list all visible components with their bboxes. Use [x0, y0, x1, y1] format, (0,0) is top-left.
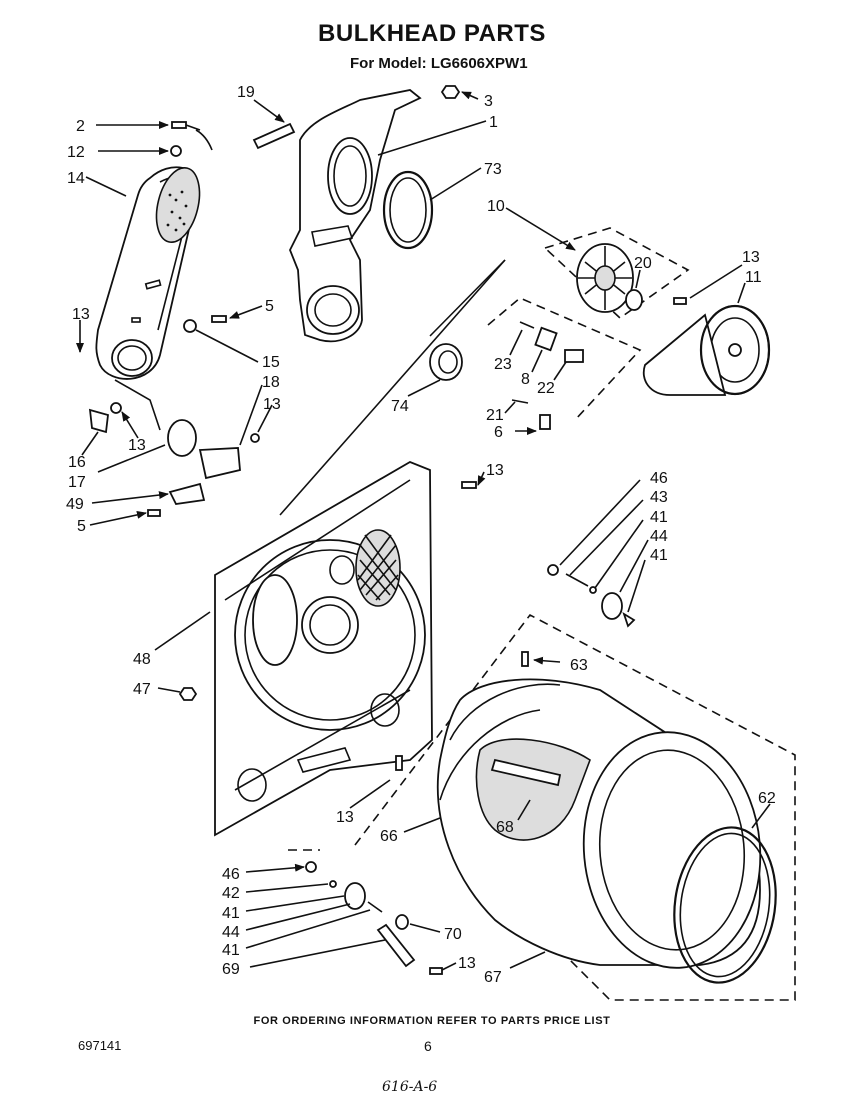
- callout-13-duct: 13: [72, 306, 90, 323]
- callout-22: 22: [537, 380, 555, 397]
- callout-63: 63: [570, 657, 588, 674]
- callout-23: 23: [494, 356, 512, 373]
- gasket-73: [382, 170, 434, 250]
- callout-15: 15: [262, 354, 280, 371]
- callout-70: 70: [444, 926, 462, 943]
- callout-69: 69: [222, 961, 240, 978]
- blower-wheel-10: [576, 243, 643, 313]
- thermostat-fuse-parts: [88, 315, 260, 517]
- callout-13-fuse: 13: [263, 396, 281, 413]
- callout-62: 62: [758, 790, 776, 807]
- callout-13-motor: 13: [742, 249, 760, 266]
- callout-44-rear: 44: [650, 528, 668, 545]
- callout-12: 12: [67, 144, 85, 161]
- motor-small-parts: [511, 297, 687, 430]
- callout-8: 8: [521, 371, 530, 388]
- screw-63: [521, 651, 529, 667]
- clip-12: [170, 145, 182, 157]
- callout-10: 10: [487, 198, 505, 215]
- gasket-73-inner: [389, 177, 427, 243]
- front-bulkhead-48: [214, 461, 433, 837]
- callout-5-lower: 5: [77, 518, 86, 535]
- page-title: BULKHEAD PARTS: [318, 20, 546, 47]
- callout-18: 18: [262, 374, 280, 391]
- connector-line-b: [429, 259, 506, 337]
- blower-housing-1: [289, 89, 422, 343]
- callout-68: 68: [496, 819, 514, 836]
- callout-48: 48: [133, 651, 151, 668]
- page-number: 6: [424, 1038, 432, 1054]
- front-roller-parts: [305, 861, 443, 975]
- ordering-note: FOR ORDERING INFORMATION REFER TO PARTS …: [253, 1015, 611, 1027]
- callout-43: 43: [650, 489, 668, 506]
- motor-group-box: [487, 297, 642, 421]
- drum-group-box: [354, 613, 796, 1001]
- motor-housing-11: [642, 304, 771, 396]
- callout-16: 16: [68, 454, 86, 471]
- callout-49: 49: [66, 496, 84, 513]
- drum-seal-62: [673, 826, 777, 984]
- callout-13-therm: 13: [128, 437, 146, 454]
- callout-14: 14: [67, 170, 85, 187]
- connector-line-a: [279, 259, 506, 516]
- nut-47: [178, 687, 198, 701]
- callout-73: 73: [484, 161, 502, 178]
- callout-6: 6: [494, 424, 503, 441]
- callout-46-front: 46: [222, 866, 240, 883]
- seal-74: [429, 343, 463, 381]
- callout-46-rear: 46: [650, 470, 668, 487]
- callout-19: 19: [237, 84, 255, 101]
- callout-13-roller: 13: [458, 955, 476, 972]
- handwritten-note: 616-A-6: [382, 1079, 438, 1095]
- callout-13-panel: 13: [486, 462, 504, 479]
- callout-3: 3: [484, 93, 493, 110]
- lint-duct-assembly: [95, 166, 201, 380]
- nut-3: [440, 85, 461, 99]
- callout-5-upper: 5: [265, 298, 274, 315]
- drum-seal-62-inner: [679, 832, 771, 978]
- callout-74: 74: [391, 398, 409, 415]
- screw-13-lower: [395, 755, 403, 771]
- callout-17: 17: [68, 474, 86, 491]
- part-19-strip: [252, 122, 296, 150]
- rear-roller-parts: [547, 564, 636, 628]
- document-number: 697141: [78, 1038, 122, 1053]
- callout-2: 2: [76, 118, 85, 135]
- model-subtitle: For Model: LG6606XPW1: [350, 55, 528, 72]
- leader-lines: [76, 91, 771, 971]
- callout-21: 21: [486, 407, 504, 424]
- callout-13-lower: 13: [336, 809, 354, 826]
- callout-44-front: 44: [222, 924, 240, 941]
- callout-47: 47: [133, 681, 151, 698]
- drum-67: [436, 678, 762, 969]
- callout-labels: 19 3 2 1 12 73 14 10 13 11 20 5 13 15 18…: [66, 84, 776, 986]
- callout-20: 20: [634, 255, 652, 272]
- callout-66: 66: [380, 828, 398, 845]
- callout-41-rear-a: 41: [650, 509, 668, 526]
- callout-41-front-b: 41: [222, 942, 240, 959]
- screw-13-panel: [461, 481, 477, 489]
- screw-2: [171, 121, 213, 151]
- callout-67: 67: [484, 969, 502, 986]
- callout-41-front-a: 41: [222, 905, 240, 922]
- callout-41-rear-b: 41: [650, 547, 668, 564]
- callout-1: 1: [489, 114, 498, 131]
- callout-42: 42: [222, 885, 240, 902]
- callout-11: 11: [745, 269, 762, 286]
